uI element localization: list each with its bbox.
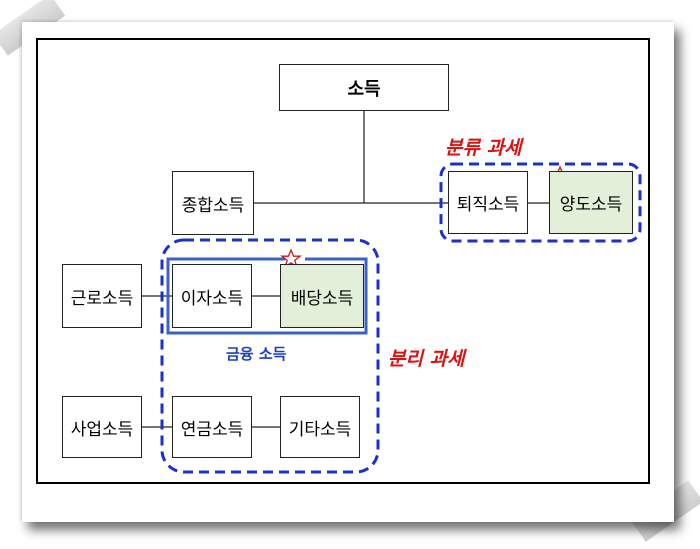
- label-separate-taxation: 분리 과세: [388, 348, 465, 370]
- node-dividend: 배당소득: [280, 264, 364, 328]
- separate-classification-group: [439, 162, 642, 243]
- node-income: 소득: [279, 64, 449, 111]
- node-interest: 이자소득: [172, 264, 252, 328]
- node-business: 사업소득: [62, 396, 142, 458]
- separate-taxation-group: [160, 238, 380, 474]
- node-pension: 연금소득: [172, 396, 252, 458]
- label-separate-classification: 분류 과세: [445, 137, 522, 159]
- financial-income-bracket: [166, 257, 368, 335]
- node-transfer: 양도소득: [549, 171, 633, 234]
- node-comprehensive: 종합소득: [172, 171, 254, 235]
- label-financial-income: 금융 소득: [226, 345, 287, 363]
- node-retirement: 퇴직소득: [448, 171, 528, 234]
- node-other: 기타소득: [280, 396, 360, 458]
- star-mark-dividend: [280, 248, 305, 269]
- node-earned: 근로소득: [62, 264, 142, 328]
